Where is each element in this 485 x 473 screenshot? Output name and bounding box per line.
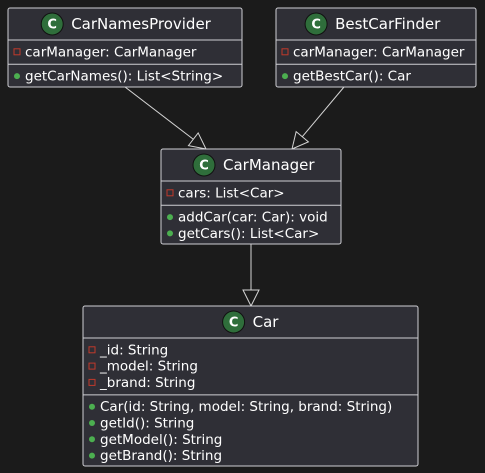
relations-layer	[124, 86, 345, 308]
private-visibility-icon	[88, 346, 96, 354]
class-method: getBestCar(): Car	[293, 69, 411, 85]
class-stereotype-letter: C	[229, 316, 239, 331]
class-car-manager: C CarManager cars: List<Car> addCar(car: Ca…	[160, 148, 342, 245]
hollow-triangle-arrowhead-icon	[187, 131, 207, 150]
private-visibility-icon	[88, 362, 96, 370]
class-method: getId(): String	[100, 416, 194, 432]
public-visibility-icon	[167, 214, 173, 221]
class-best-car-finder: C BestCarFinder carManager: CarManager getB…	[275, 7, 477, 88]
class-method: Car(id: String, model: String, brand: St…	[100, 399, 392, 415]
class-field: carManager: CarManager	[25, 44, 197, 60]
class-method: getCarNames(): List<String>	[25, 69, 223, 85]
relation-line	[124, 86, 194, 140]
class-method: getBrand(): String	[100, 448, 222, 464]
relation-car-manager-to-car	[242, 244, 260, 308]
private-visibility-icon	[13, 48, 21, 56]
class-field: cars: List<Car>	[178, 185, 285, 201]
public-visibility-icon	[89, 403, 95, 410]
class-stereotype-icon	[40, 12, 64, 36]
class-car-names-provider: C CarNamesProvider carManager: CarManager g…	[7, 7, 243, 88]
class-stereotype-icon	[192, 153, 216, 177]
relation-best-car-finder-to-car-manager	[291, 86, 345, 150]
class-method: addCar(car: Car): void	[178, 210, 328, 226]
class-field: _model: String	[99, 359, 198, 375]
class-method: getModel(): String	[100, 432, 222, 448]
classes-layer: C CarNamesProvider carManager: CarManager g…	[7, 7, 477, 467]
public-visibility-icon	[89, 420, 95, 426]
class-stereotype-icon	[304, 12, 328, 36]
relation-car-names-provider-to-car-manager	[124, 86, 207, 150]
class-stereotype-letter: C	[311, 18, 321, 33]
hollow-triangle-arrowhead-icon	[291, 130, 310, 150]
class-field: _brand: String	[99, 375, 195, 391]
hollow-triangle-arrowhead-icon	[242, 289, 260, 308]
class-name: CarNamesProvider	[71, 15, 211, 33]
class-car: C Car _id: String_model: String_brand: Str…	[82, 305, 419, 467]
class-name: BestCarFinder	[335, 15, 441, 33]
private-visibility-icon	[166, 189, 174, 197]
private-visibility-icon	[281, 48, 289, 56]
public-visibility-icon	[14, 73, 20, 80]
class-field: carManager: CarManager	[293, 44, 465, 60]
class-box	[7, 7, 243, 88]
class-stereotype-icon	[222, 310, 246, 334]
public-visibility-icon	[89, 452, 95, 459]
class-stereotype-letter: C	[199, 159, 209, 174]
public-visibility-icon	[89, 436, 95, 443]
class-box	[82, 305, 419, 467]
private-visibility-icon	[88, 378, 96, 386]
public-visibility-icon	[167, 230, 173, 237]
class-field: _id: String	[99, 342, 168, 358]
relation-line	[301, 86, 345, 138]
class-method: getCars(): List<Car>	[178, 226, 319, 242]
public-visibility-icon	[282, 73, 288, 80]
class-name: CarManager	[223, 156, 315, 174]
class-stereotype-letter: C	[47, 18, 57, 33]
class-name: Car	[253, 313, 280, 331]
